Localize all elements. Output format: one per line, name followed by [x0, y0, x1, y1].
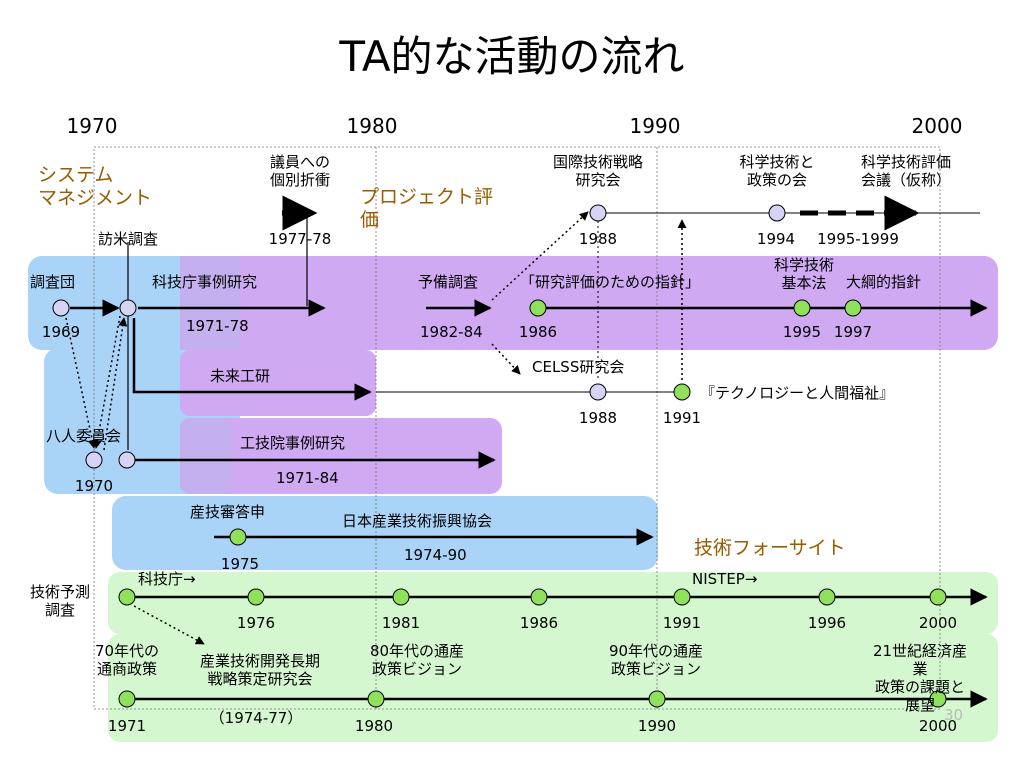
- node-tsusan-2000: [929, 690, 947, 708]
- label-techno: 『テクノロジーと人間福祉』: [700, 384, 895, 402]
- label-taiko: 大綱的指針: [846, 273, 922, 291]
- node-tsusan-1990: [648, 690, 666, 708]
- node-yosoku-1981: [392, 588, 410, 606]
- label-kagaku-hyoka: 科学技術評価 会議（仮称）: [860, 153, 952, 189]
- node-tsusan-1980: [367, 690, 385, 708]
- label-kogiin: 工技院事例研究: [240, 434, 346, 452]
- label-sangyo-choki-years: （1974-77）: [209, 709, 303, 727]
- label-gi-in: 議員への 個別折衝: [269, 153, 331, 189]
- label-tsusan-1971: 1971: [107, 717, 147, 735]
- label-gijutsu-yosoku: 技術予測 調査: [29, 583, 91, 619]
- label-kagicho-years: 1971-78: [186, 317, 249, 335]
- node-yosoku-2000: [929, 588, 947, 606]
- label-tsusan-1990: 1990: [637, 717, 677, 735]
- label-nihon-sangyo: 日本産業技術振興協会: [342, 512, 493, 530]
- band-purple-main: [180, 256, 998, 350]
- node-techno: [673, 383, 691, 401]
- label-nistep: NISTEP→: [692, 570, 758, 588]
- node-kihonho: [793, 299, 811, 317]
- label-s70: 70年代の 通商政策: [94, 642, 160, 678]
- label-tsusan-1980: 1980: [354, 717, 394, 735]
- section-tech-foresight: 技術フォーサイト: [694, 537, 846, 559]
- label-kagicho-jirei: 科技庁事例研究: [152, 273, 258, 291]
- node-celss: [589, 383, 607, 401]
- band-purple-mirai: [180, 350, 376, 416]
- label-nihon-sangyo-years: 1974-90: [404, 546, 467, 564]
- label-yosoku-1976: 1976: [236, 614, 276, 632]
- band-green-2: [108, 634, 998, 742]
- node-sangishin: [229, 528, 247, 546]
- node-kokusai: [589, 204, 607, 222]
- label-taiko-year: 1997: [833, 323, 873, 341]
- label-yosoku-1996: 1996: [807, 614, 847, 632]
- label-chousadan: 調査団: [30, 273, 76, 291]
- label-s21: 21世紀経済産業 政策の課題と展望: [872, 642, 968, 714]
- band-overlap-2: [180, 418, 232, 494]
- label-kogiin-years: 1971-84: [276, 469, 339, 487]
- label-chousadan-year: 1969: [41, 323, 81, 341]
- label-kihonho: 科学技術 基本法: [773, 256, 835, 292]
- slide-number: 30: [944, 706, 964, 724]
- label-kagicho-arrow: 科技庁→: [138, 570, 196, 588]
- band-green-1: [108, 572, 998, 634]
- label-kihonho-year: 1995: [782, 323, 822, 341]
- page-title: TA的な活動の流れ: [339, 32, 685, 81]
- label-s80: 80年代の通産 政策ビジョン: [369, 642, 465, 678]
- label-yobi: 予備調査: [418, 273, 479, 291]
- label-sangishin-year: 1975: [220, 555, 260, 573]
- label-yosoku-1991: 1991: [662, 614, 702, 632]
- label-techno-year: 1991: [662, 409, 702, 427]
- label-kokusai-year: 1988: [578, 230, 618, 248]
- section-project-eval: プロジェクト評 価: [360, 186, 494, 231]
- label-gi-in-years: 1977-78: [268, 230, 332, 248]
- node-taiko: [844, 299, 862, 317]
- band-overlap-1: [180, 256, 240, 350]
- decade-1970: 1970: [66, 114, 118, 138]
- label-hachinin-year: 1970: [74, 477, 114, 495]
- node-kagaku-seisaku: [768, 204, 786, 222]
- node-yosoku-1991: [673, 588, 691, 606]
- label-yosoku-2000: 2000: [918, 614, 958, 632]
- label-s90: 90年代の通産 政策ビジョン: [608, 642, 704, 678]
- node-houbei: [119, 299, 137, 317]
- section-system-management: システム マネジメント: [38, 164, 153, 209]
- decade-1990: 1990: [629, 114, 681, 138]
- node-yosoku-start: [118, 588, 136, 606]
- band-purple-kogiin: [180, 418, 502, 494]
- label-celss-year: 1988: [578, 409, 618, 427]
- label-kagaku-hyoka-years: 1995-1999: [817, 230, 899, 248]
- node-yosoku-1976: [247, 588, 265, 606]
- node-hachinin-2: [118, 451, 136, 469]
- label-yosoku-1986: 1986: [519, 614, 559, 632]
- label-kagaku-seisaku-year: 1994: [756, 230, 796, 248]
- label-hachinin: 八人委員会: [46, 427, 122, 445]
- label-sangishin: 産技審答申: [190, 503, 266, 521]
- band-blue-nihon: [112, 496, 658, 570]
- node-tsusan-1971: [118, 690, 136, 708]
- label-kagaku-seisaku: 科学技術と 政策の会: [739, 153, 815, 189]
- decade-1980: 1980: [346, 114, 398, 138]
- label-mirai: 未来工研: [210, 367, 271, 385]
- decade-2000: 2000: [911, 114, 963, 138]
- label-yosoku-1981: 1981: [381, 614, 421, 632]
- label-tsusan-2000: 2000: [918, 717, 958, 735]
- label-sangyo-choki: 産業技術開発長期 戦略策定研究会: [199, 652, 321, 688]
- node-chousadan: [52, 299, 70, 317]
- label-kokusai: 国際技術戦略 研究会: [552, 153, 644, 189]
- label-yobi-years: 1982-84: [420, 323, 483, 341]
- label-celss: CELSS研究会: [532, 358, 625, 376]
- node-yosoku-1986: [530, 588, 548, 606]
- label-shishin-year: 1986: [518, 323, 558, 341]
- label-shishin: 「研究評価のための指針」: [520, 273, 701, 291]
- node-shishin: [529, 299, 547, 317]
- node-yosoku-1996: [818, 588, 836, 606]
- label-houbei: 訪米調査: [97, 230, 159, 248]
- node-hachinin-1: [85, 451, 103, 469]
